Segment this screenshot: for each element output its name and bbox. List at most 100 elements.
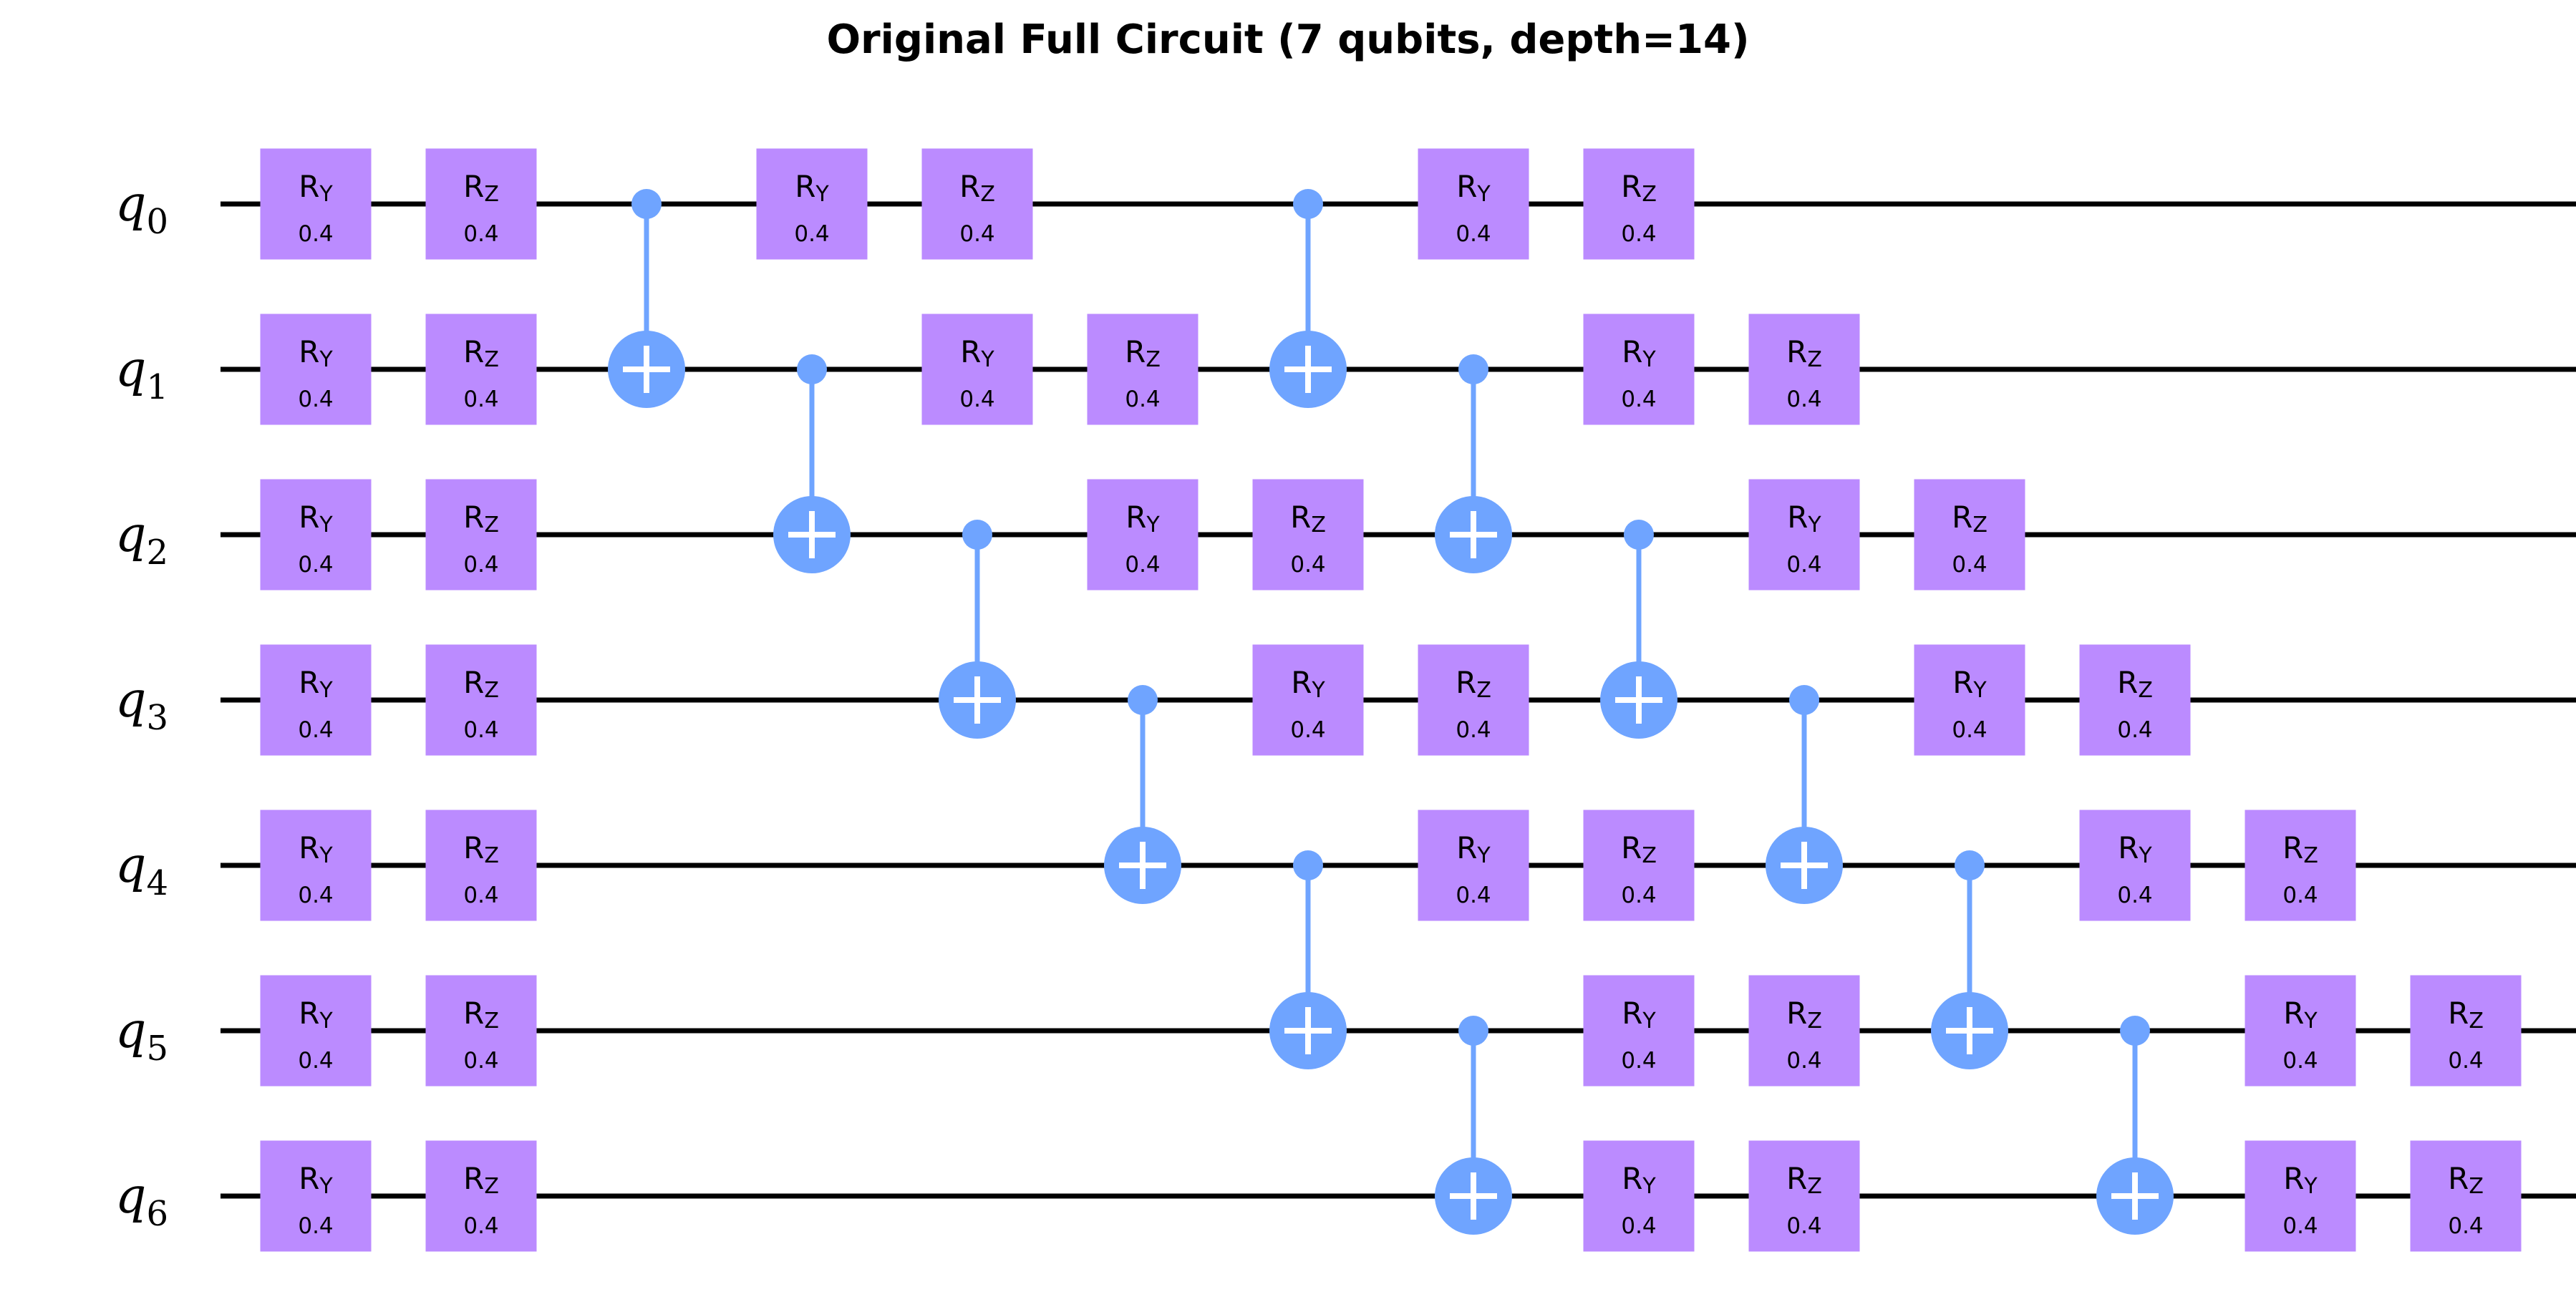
- gate-parameter: 0.4: [1290, 552, 1325, 578]
- gate-label-name: R: [2283, 1161, 2304, 1196]
- gate-box: [1914, 479, 2025, 591]
- rz-gate-q1-c5: RZ0.4: [1087, 314, 1199, 425]
- gate-label-name: R: [1952, 665, 1973, 700]
- rz-gate-q6-c13: RZ0.4: [2410, 1140, 2522, 1252]
- qubit-label-letter: q: [115, 672, 147, 729]
- gate-parameter: 0.4: [298, 221, 333, 247]
- ry-gate-q0-c7: RY0.4: [1418, 148, 1529, 260]
- gate-parameter: 0.4: [1290, 717, 1325, 743]
- rz-gate-q0-c8: RZ 0.4: [1583, 148, 1695, 260]
- cx-control-dot: [1789, 685, 1819, 715]
- gate-box: [2410, 975, 2522, 1087]
- gate-label: RZ: [1621, 830, 1657, 868]
- gate-box: [2410, 1140, 2522, 1252]
- rz-gate-q4-c12: RZ0.4: [2245, 810, 2356, 921]
- qubit-label-6: q6: [115, 1168, 168, 1234]
- gate-label-sub: Y: [815, 182, 829, 207]
- gate-box: [260, 148, 372, 260]
- gate-label-name: R: [463, 169, 484, 204]
- gate-label-name: R: [299, 169, 319, 204]
- gate-label-sub: Z: [1807, 1009, 1822, 1034]
- gate-label-sub: Y: [1476, 843, 1491, 868]
- gate-label-name: R: [2282, 830, 2303, 865]
- gate-label-name: R: [1786, 1161, 1807, 1196]
- ry-gate-q4-c0: RY0.4: [260, 810, 372, 921]
- gate-label-name: R: [2118, 830, 2139, 865]
- gate-label-sub: Z: [484, 1174, 499, 1199]
- gate-label: RZ: [463, 996, 499, 1034]
- gate-parameter: 0.4: [463, 1213, 498, 1239]
- gate-parameter: 0.4: [2282, 1213, 2318, 1239]
- gate-label-name: R: [463, 665, 484, 700]
- gate-parameter: 0.4: [463, 552, 498, 578]
- gate-parameter: 0.4: [1621, 883, 1656, 908]
- cx-control-dot: [1955, 850, 1985, 880]
- gate-label-name: R: [1622, 996, 1642, 1031]
- rz-gate-q5-c9: RZ0.4: [1748, 975, 1860, 1087]
- gate-label-sub: Z: [484, 182, 499, 207]
- gate-label: RY: [299, 996, 333, 1034]
- gate-label: RY: [1456, 169, 1491, 207]
- gate-box: [756, 148, 868, 260]
- gate-label-name: R: [463, 1161, 484, 1196]
- gate-label: RZ: [1786, 996, 1822, 1034]
- gate-label: RZ: [463, 1161, 499, 1199]
- gate-label-name: R: [1786, 334, 1807, 369]
- qubit-label-letter: q: [115, 176, 147, 233]
- gate-parameter: 0.4: [298, 387, 333, 412]
- gate-label-sub: Z: [1642, 182, 1657, 207]
- ry-gate-q5-c12: RY0.4: [2245, 975, 2356, 1087]
- gate-label-name: R: [1786, 996, 1807, 1031]
- cx-control-dot: [2120, 1016, 2150, 1046]
- gate-label: RY: [2118, 830, 2152, 868]
- gate-label: RZ: [2448, 996, 2484, 1034]
- gate-box: [1087, 479, 1199, 591]
- gate-label: RY: [299, 1161, 333, 1199]
- gate-label-name: R: [1621, 830, 1642, 865]
- qubit-label-letter: q: [115, 837, 147, 894]
- cx-gate-q1-q2: [1435, 354, 1512, 573]
- gate-label-name: R: [1621, 169, 1642, 204]
- qubit-label-4: q4: [115, 837, 168, 903]
- cx-control-dot: [631, 189, 662, 219]
- gate-label: RZ: [1290, 500, 1326, 538]
- rz-gate-q5-c13: RZ 0.4: [2410, 975, 2522, 1087]
- cx-gate-q3-q4: [1104, 685, 1181, 904]
- gate-label-sub: Y: [1642, 347, 1656, 372]
- gate-parameter: 0.4: [463, 883, 498, 908]
- gate-parameter: 0.4: [2448, 1048, 2483, 1074]
- cx-control-dot: [1293, 850, 1323, 880]
- gate-parameter: 0.4: [298, 717, 333, 743]
- gate-label-sub: Y: [2303, 1009, 2318, 1034]
- ry-gate-q2-c5: RY0.4: [1087, 479, 1199, 591]
- gate-label-name: R: [299, 996, 319, 1031]
- gate-parameter: 0.4: [298, 1048, 333, 1074]
- cx-control-dot: [1458, 354, 1488, 384]
- ry-gate-q2-c9: RY0.4: [1748, 479, 1860, 591]
- gate-parameter: 0.4: [1621, 221, 1656, 247]
- gate-label-name: R: [299, 665, 319, 700]
- ry-gate-q6-c8: RY0.4: [1583, 1140, 1695, 1252]
- qubit-label-index: 0: [146, 202, 168, 242]
- ry-gate-q3-c6: RY0.4: [1252, 644, 1364, 756]
- gate-box: [425, 314, 537, 425]
- rz-gate-q3-c1: RZ0.4: [425, 644, 537, 756]
- gate-label: RZ: [1125, 334, 1161, 372]
- gate-parameter: 0.4: [794, 221, 829, 247]
- gate-box: [1748, 975, 1860, 1087]
- gate-label: RZ: [463, 169, 499, 207]
- cx-control-dot: [962, 520, 992, 550]
- gate-label-name: R: [1952, 500, 1972, 535]
- rz-gate-q4-c8: RZ 0.4: [1583, 810, 1695, 921]
- gate-parameter: 0.4: [2117, 717, 2152, 743]
- gate-label: RY: [1952, 665, 1987, 703]
- cx-gate-q2-q3: [939, 520, 1016, 739]
- gate-label-name: R: [463, 500, 484, 535]
- qubit-label-index: 3: [146, 698, 168, 738]
- gate-label-name: R: [299, 500, 319, 535]
- gate-box: [2245, 1140, 2356, 1252]
- gate-label-sub: Y: [319, 1174, 333, 1199]
- gate-box: [260, 644, 372, 756]
- gate-label: RZ: [2448, 1161, 2484, 1199]
